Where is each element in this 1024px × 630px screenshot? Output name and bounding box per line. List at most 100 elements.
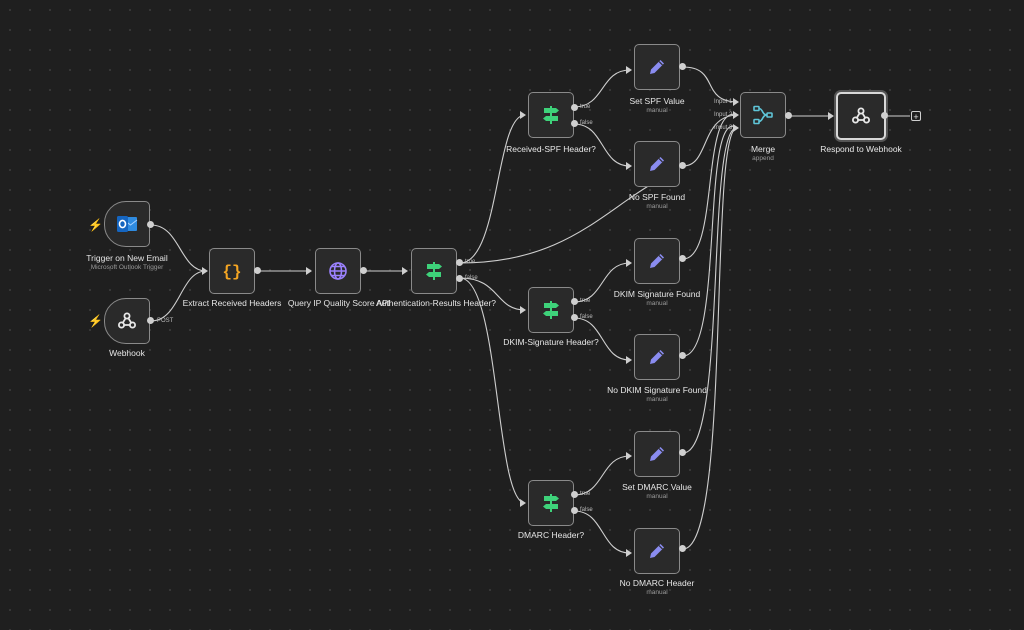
merge-input-1-label: Input 1 <box>714 99 733 105</box>
merge-input-2-label: Input 2 <box>714 112 733 118</box>
merge-node[interactable] <box>740 92 786 138</box>
add-node-button[interactable]: + <box>911 111 921 122</box>
connection <box>682 127 739 454</box>
output-port[interactable] <box>679 545 686 552</box>
trigger-bolt-icon: ⚡ <box>88 218 103 232</box>
false-output-port[interactable] <box>571 314 578 321</box>
webhook-icon <box>118 312 136 329</box>
connection <box>573 123 631 167</box>
connection <box>459 277 526 504</box>
trigger-bolt-icon: ⚡ <box>88 314 103 328</box>
output-port[interactable] <box>147 317 154 324</box>
dkim-signature-found-label: DKIM Signature Found <box>613 289 701 299</box>
globe-icon <box>329 262 347 280</box>
set-spf-value-subtitle: manual <box>646 107 668 114</box>
merge-input-3-label: Input 3 <box>714 125 733 131</box>
webhook-output-label: POST <box>157 318 174 324</box>
connection <box>573 317 631 361</box>
connection <box>682 66 739 103</box>
pencil-icon <box>650 350 664 364</box>
connection <box>573 69 631 108</box>
pencil-icon <box>650 544 664 558</box>
dkim-signature-header-label: DKIM-Signature Header? <box>503 337 599 347</box>
if-signpost-icon <box>426 262 442 280</box>
no-spf-found-label: No SPF Found <box>628 192 686 202</box>
trigger-on-new-email-label: Trigger on New Email <box>86 253 168 263</box>
false-output-port[interactable] <box>571 120 578 127</box>
svg-text:{}: {} <box>222 263 241 281</box>
output-port[interactable] <box>679 162 686 169</box>
dkim-signature-found-subtitle: manual <box>646 300 668 307</box>
webhook-label: Webhook <box>109 348 145 358</box>
false-output-label: false <box>580 120 593 126</box>
no-spf-found-node[interactable] <box>634 141 680 187</box>
true-output-port[interactable] <box>571 491 578 498</box>
set-spf-value-label: Set SPF Value <box>629 96 685 106</box>
dkim-signature-found-node[interactable] <box>634 238 680 284</box>
trigger-on-new-email-subtitle: Microsoft Outlook Trigger <box>90 264 164 271</box>
webhook-icon <box>852 107 870 124</box>
merge-label: Merge <box>750 144 776 154</box>
no-dmarc-header-subtitle: manual <box>646 589 668 596</box>
respond-to-webhook-label: Respond to Webhook <box>820 144 902 154</box>
authentication-results-header-label: Authentication-Results Header? <box>375 298 496 308</box>
output-port[interactable] <box>360 267 367 274</box>
pencil-icon <box>650 157 664 171</box>
if-signpost-icon <box>543 301 559 319</box>
no-dmarc-header-node[interactable] <box>634 528 680 574</box>
output-port[interactable] <box>881 112 888 119</box>
connection <box>459 277 526 311</box>
set-dmarc-value-node[interactable] <box>634 431 680 477</box>
output-port[interactable] <box>679 63 686 70</box>
connection <box>682 125 739 357</box>
no-dkim-signature-found-node[interactable] <box>634 334 680 380</box>
output-port[interactable] <box>254 267 261 274</box>
true-output-port[interactable] <box>456 259 463 266</box>
pencil-icon <box>650 447 664 461</box>
connection <box>150 224 207 272</box>
respond-to-webhook-node[interactable] <box>836 92 886 140</box>
connection <box>573 262 631 303</box>
output-port[interactable] <box>147 221 154 228</box>
trigger-on-new-email-node[interactable] <box>104 201 150 247</box>
true-output-label: true <box>580 491 591 497</box>
dmarc-header-label: DMARC Header? <box>517 530 585 540</box>
true-output-port[interactable] <box>571 298 578 305</box>
set-dmarc-value-subtitle: manual <box>646 493 668 500</box>
true-output-label: true <box>580 298 591 304</box>
false-output-label: false <box>580 314 593 320</box>
received-spf-header-node[interactable] <box>528 92 574 138</box>
output-port[interactable] <box>679 255 686 262</box>
no-dkim-signature-found-label: No DKIM Signature Found <box>607 385 707 395</box>
merge-subtitle: append <box>752 155 774 162</box>
false-output-port[interactable] <box>456 275 463 282</box>
connection <box>459 184 651 264</box>
set-spf-value-node[interactable] <box>634 44 680 90</box>
output-port[interactable] <box>679 352 686 359</box>
connection <box>682 127 739 550</box>
connection <box>459 114 526 264</box>
output-port[interactable] <box>785 112 792 119</box>
extract-received-headers-node[interactable]: {} <box>209 248 255 294</box>
set-dmarc-value-label: Set DMARC Value <box>622 482 692 492</box>
dmarc-header-node[interactable] <box>528 480 574 526</box>
query-ip-quality-score-label: Query IP Quality Score API <box>287 298 391 308</box>
merge-icon <box>753 105 773 125</box>
dkim-signature-header-node[interactable] <box>528 287 574 333</box>
extract-received-headers-label: Extract Received Headers <box>182 298 282 308</box>
if-signpost-icon <box>543 494 559 512</box>
received-spf-header-label: Received-SPF Header? <box>506 144 596 154</box>
webhook-node[interactable] <box>104 298 150 344</box>
connection <box>573 510 631 554</box>
true-output-label: true <box>580 104 591 110</box>
pencil-icon <box>650 60 664 74</box>
pencil-icon <box>650 254 664 268</box>
true-output-port[interactable] <box>571 104 578 111</box>
false-output-port[interactable] <box>571 507 578 514</box>
connection <box>682 113 739 260</box>
authentication-results-header-node[interactable] <box>411 248 457 294</box>
query-ip-quality-score-node[interactable] <box>315 248 361 294</box>
outlook-icon <box>117 216 138 232</box>
output-port[interactable] <box>679 449 686 456</box>
